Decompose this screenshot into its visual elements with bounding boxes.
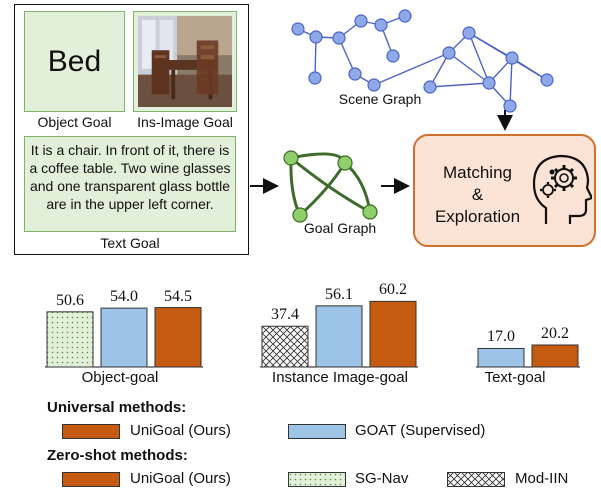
graph-diagram [250,9,554,223]
group-label-instance-image: Instance Image-goal [272,369,408,386]
bar-value-label: 56.1 [325,285,353,303]
legend-label-sgnav: SG-Nav [355,470,409,487]
bar-unigoal-ours [531,344,579,368]
bar-mod-iin [261,325,309,368]
legend-label-goat: GOAT (Supervised) [355,422,486,439]
bar-unigoal-ours [369,300,417,368]
legend-swatch-unigoal-zeroshot [62,472,120,487]
text-goal-label: Text Goal [100,235,160,251]
bar-goat-supervised [100,307,148,368]
results-bar-chart [45,300,580,368]
room-photo-image [138,16,232,107]
matching-line-1: Matching [443,163,512,182]
legend-label-unigoal-universal: UniGoal (Ours) [130,422,231,439]
bar-value-label: 54.5 [164,287,192,305]
goal-graph-edges [289,152,372,217]
object-goal-word: Bed [47,44,102,78]
object-goal-label: Object Goal [37,114,112,130]
group-label-text: Text-goal [484,369,546,386]
legend-swatch-sgnav [288,472,346,487]
bar-value-label: 17.0 [487,328,515,346]
goal-graph-label: Goal Graph [303,220,377,236]
bar-goat-supervised [477,347,525,368]
matching-line-2: & [471,185,484,204]
scene-graph-nodes [291,9,554,113]
bar-value-label: 37.4 [271,306,299,324]
legend-swatch-unigoal-universal [62,424,120,439]
head-gears-icon [532,154,592,224]
matching-line-3: Exploration [434,207,521,226]
legend-swatch-modiin [447,472,505,487]
bar-goat-supervised [315,305,363,368]
goal-graph-nodes [283,150,378,223]
bar-value-label: 60.2 [379,281,407,299]
object-goal-box: Bed [24,11,125,112]
legend-label-unigoal-zeroshot: UniGoal (Ours) [130,470,231,487]
bar-value-label: 54.0 [110,288,138,306]
legend-zeroshot-title: Zero-shot methods: [47,447,188,464]
group-label-object: Object-goal [81,369,159,386]
scene-graph-label: Scene Graph [338,91,422,107]
text-goal-box: It is a chair. In front of it, there is … [24,136,236,232]
bar-sg-nav [46,311,94,368]
legend-universal-title: Universal methods: [47,399,187,416]
goal-panel [14,4,249,255]
bar-value-label: 50.6 [56,291,84,309]
image-goal-box [133,11,237,112]
matching-exploration-text: Matching & Exploration [420,162,535,228]
image-goal-label: Ins-Image Goal [137,114,233,130]
bar-value-label: 20.2 [541,324,569,342]
legend-swatch-goat [288,424,346,439]
bar-unigoal-ours [154,307,202,368]
legend-label-modiin: Mod-IIN [515,470,569,487]
